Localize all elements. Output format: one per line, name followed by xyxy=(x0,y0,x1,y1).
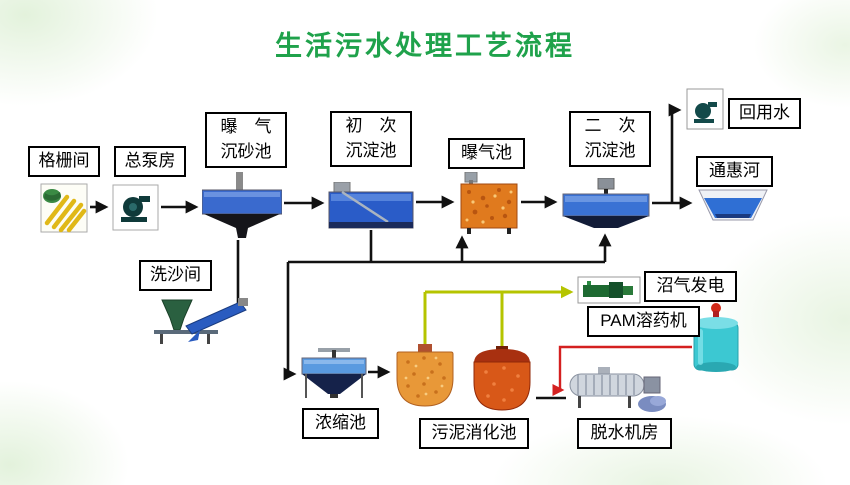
pump-icon xyxy=(112,184,159,231)
label-secondary-tank: 二 次 沉淀池 xyxy=(569,111,651,167)
reuse-water-pump-icon xyxy=(686,88,724,130)
label-pump-house: 总泵房 xyxy=(114,146,186,177)
label-pam-machine: PAM溶药机 xyxy=(587,306,700,337)
digester-tank-1-icon xyxy=(394,344,456,410)
label-grid-room: 格栅间 xyxy=(28,146,100,177)
digester-tank-2-icon xyxy=(468,346,536,414)
grid-screen-icon xyxy=(40,183,88,233)
thickening-tank-icon xyxy=(300,348,368,404)
grit-chamber-tank-icon xyxy=(201,172,283,240)
label-biogas-power: 沼气发电 xyxy=(644,271,737,302)
primary-sedimentation-tank-icon xyxy=(328,181,414,230)
sand-washer-icon xyxy=(152,296,254,348)
diagram-title: 生活污水处理工艺流程 xyxy=(275,31,575,61)
pam-tank-icon xyxy=(692,302,740,376)
secondary-sedimentation-tank-icon xyxy=(562,177,650,234)
label-sludge-digester: 污泥消化池 xyxy=(419,418,529,449)
label-aeration-tank: 曝气池 xyxy=(448,138,525,169)
label-grit-chamber: 曝 气 沉砂池 xyxy=(205,112,287,168)
biogas-generator-icon xyxy=(577,276,641,304)
dewatering-machine-icon xyxy=(568,364,670,414)
label-reuse-water: 回用水 xyxy=(728,98,801,129)
label-primary-tank: 初 次 沉淀池 xyxy=(330,111,412,167)
label-tonghui-river: 通惠河 xyxy=(696,156,773,187)
label-sand-wash-room: 洗沙间 xyxy=(139,260,212,291)
aeration-tank-icon xyxy=(459,171,519,234)
label-thickening-tank: 浓缩池 xyxy=(302,408,379,439)
label-dewatering-room: 脱水机房 xyxy=(577,418,672,449)
river-channel-icon xyxy=(697,188,769,228)
